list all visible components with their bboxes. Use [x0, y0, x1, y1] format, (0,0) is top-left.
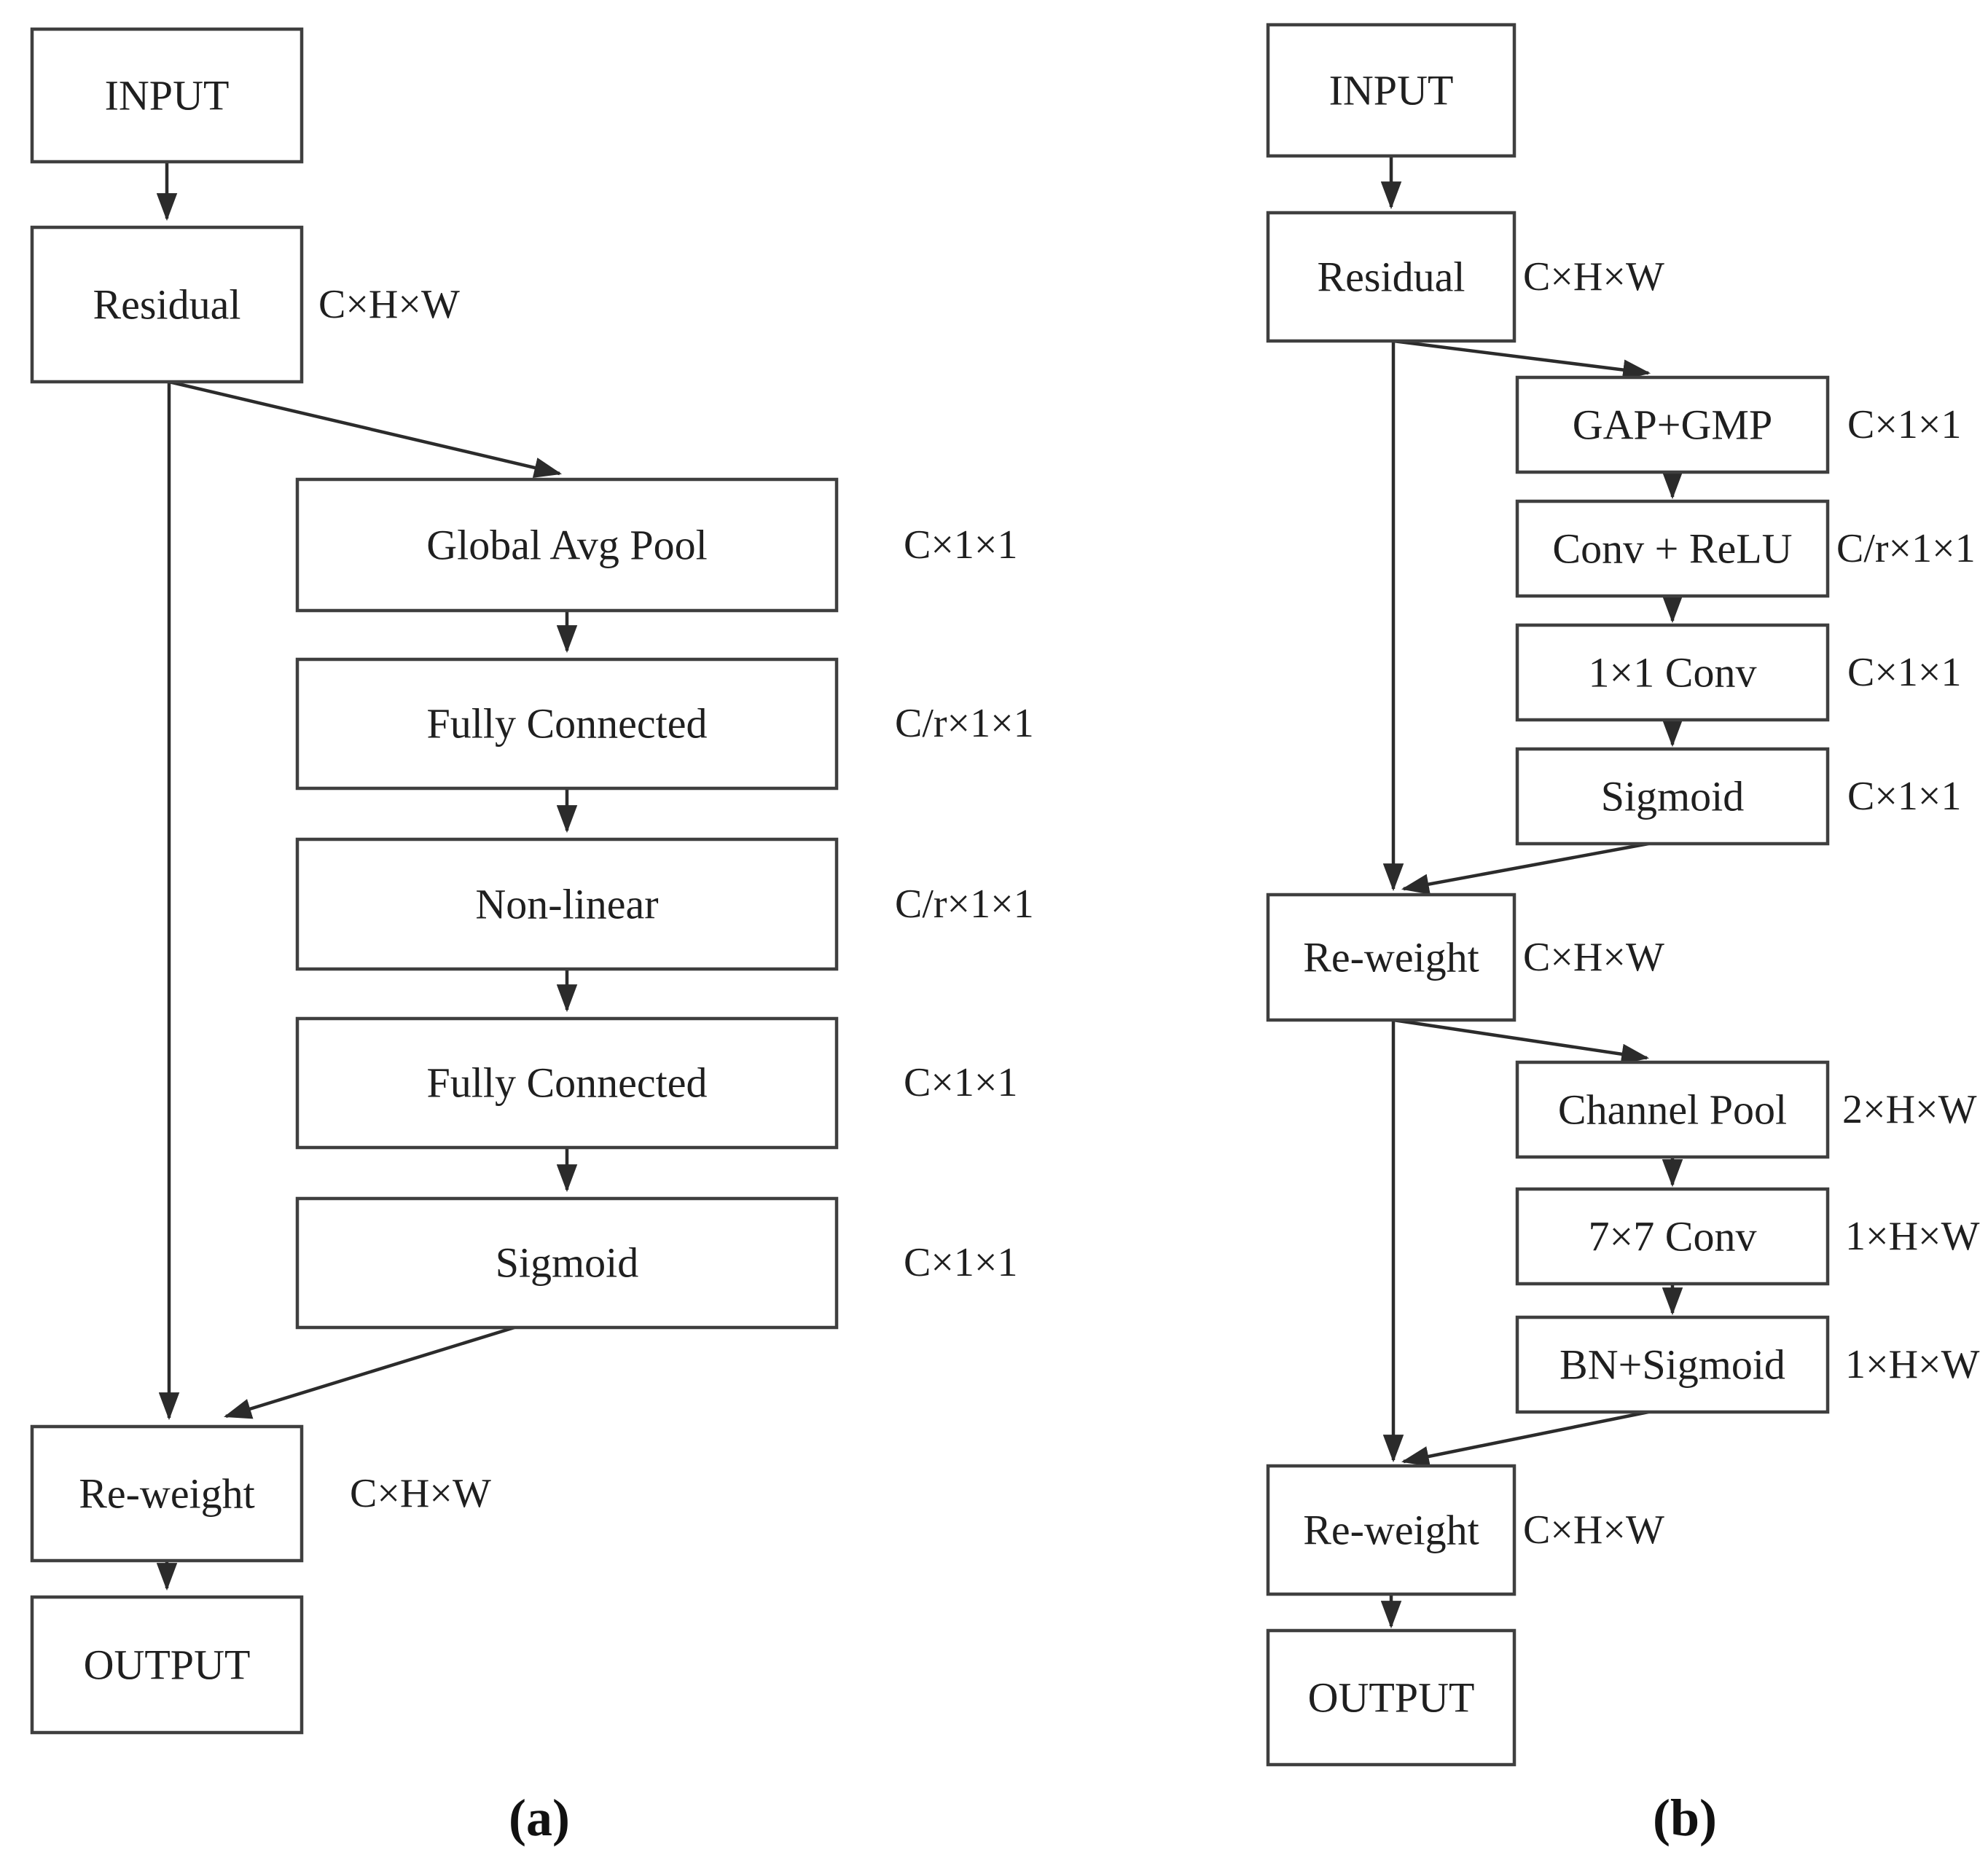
reweight-2-box: [1266, 1464, 1517, 1596]
output-label: OUTPUT: [84, 1641, 251, 1689]
fully-connected-1-box: [295, 657, 839, 791]
edge-b-reweight1-channelpool: [1393, 1018, 1650, 1064]
conv-7x7-dim-label: 1×H×W: [1845, 1214, 1980, 1259]
output-label: OUTPUT: [1308, 1674, 1475, 1722]
fully-connected-2-box: [295, 1016, 839, 1150]
gap-gmp-dim-label: C×1×1: [1847, 402, 1962, 447]
node-a-output: OUTPUT: [30, 1595, 304, 1735]
conv-1x1-dim-label: C×1×1: [1847, 650, 1962, 695]
conv-relu-box: [1515, 499, 1830, 598]
node-b-input: INPUT: [1266, 23, 1517, 158]
fully-connected-2-label: Fully Connected: [426, 1059, 707, 1107]
reweight-1-box: [1266, 893, 1517, 1022]
channel-pool-dim-label: 2×H×W: [1842, 1087, 1977, 1132]
global-avg-pool-label: Global Avg Pool: [426, 522, 708, 569]
edge-a-sigmoid-reweight: [223, 1325, 515, 1419]
node-b-sigmoid: Sigmoid C×1×1: [1515, 747, 1962, 846]
node-b-conv-7x7: 7×7 Conv 1×H×W: [1515, 1187, 1980, 1286]
edge-b-residual-gapgmp: [1393, 339, 1651, 380]
fully-connected-1-dim-label: C/r×1×1: [895, 701, 1034, 746]
node-b-channel-pool: Channel Pool 2×H×W: [1515, 1060, 1977, 1159]
non-linear-box: [295, 837, 839, 971]
reweight-label: Re-weight: [79, 1470, 255, 1518]
bn-sigmoid-label: BN+Sigmoid: [1560, 1341, 1785, 1389]
node-a-fully-connected-1: Fully Connected C/r×1×1: [295, 657, 1034, 791]
conv-7x7-box: [1515, 1187, 1830, 1286]
reweight-2-dim-label: C×H×W: [1523, 1507, 1664, 1553]
input-label: INPUT: [1329, 67, 1454, 114]
node-b-reweight-1: Re-weight C×H×W: [1266, 893, 1664, 1022]
sigmoid-dim-label: C×1×1: [1847, 774, 1962, 819]
reweight-2-label: Re-weight: [1303, 1507, 1479, 1554]
sigmoid-label: Sigmoid: [1601, 773, 1745, 820]
residual-dim-label: C×H×W: [1523, 254, 1664, 299]
gap-gmp-label: GAP+GMP: [1573, 401, 1772, 449]
conv-1x1-box: [1515, 623, 1830, 722]
sigmoid-box: [1515, 747, 1830, 846]
channel-pool-box: [1515, 1060, 1830, 1159]
node-b-conv-1x1: 1×1 Conv C×1×1: [1515, 623, 1962, 722]
caption-b: (b): [1653, 1789, 1717, 1847]
gap-gmp-box: [1515, 375, 1830, 474]
node-b-output: OUTPUT: [1266, 1628, 1517, 1767]
edge-a-residual-gap: [168, 380, 563, 478]
residual-box: [30, 225, 304, 384]
global-avg-pool-box: [295, 477, 839, 613]
input-label: INPUT: [105, 72, 230, 119]
reweight-box: [30, 1424, 304, 1563]
reweight-1-dim-label: C×H×W: [1523, 935, 1664, 980]
edge-b-bnsigmoid-reweight2: [1401, 1410, 1649, 1467]
node-b-residual: Residual C×H×W: [1266, 211, 1664, 343]
node-a-non-linear: Non-linear C/r×1×1: [295, 837, 1034, 971]
channel-pool-label: Channel Pool: [1558, 1086, 1787, 1134]
node-b-bn-sigmoid: BN+Sigmoid 1×H×W: [1515, 1315, 1980, 1414]
caption-a: (a): [509, 1789, 570, 1847]
conv-7x7-label: 7×7 Conv: [1589, 1213, 1757, 1260]
bn-sigmoid-dim-label: 1×H×W: [1845, 1342, 1980, 1387]
node-a-residual: Residual C×H×W: [30, 225, 460, 384]
residual-label: Residual: [1318, 254, 1465, 301]
node-a-global-avg-pool: Global Avg Pool C×1×1: [295, 477, 1018, 613]
input-box: [1266, 23, 1517, 158]
node-a-fully-connected-2: Fully Connected C×1×1: [295, 1016, 1018, 1150]
conv-1x1-label: 1×1 Conv: [1589, 649, 1757, 697]
node-a-input: INPUT: [30, 27, 304, 164]
reweight-1-label: Re-weight: [1303, 934, 1479, 981]
node-b-gap-gmp: GAP+GMP C×1×1: [1515, 375, 1962, 474]
output-box: [30, 1595, 304, 1735]
sigmoid-label: Sigmoid: [496, 1239, 639, 1287]
node-b-conv-relu: Conv + ReLU C/r×1×1: [1515, 499, 1976, 598]
conv-relu-dim-label: C/r×1×1: [1836, 526, 1976, 571]
non-linear-dim-label: C/r×1×1: [895, 882, 1034, 927]
node-a-reweight: Re-weight C×H×W: [30, 1424, 491, 1563]
node-a-sigmoid: Sigmoid C×1×1: [295, 1196, 1018, 1330]
diagram-b: INPUT Residual C×H×W GAP+GMP C×1×1 Conv …: [1266, 23, 1980, 1847]
sigmoid-dim-label: C×1×1: [904, 1240, 1018, 1285]
fully-connected-2-dim-label: C×1×1: [904, 1060, 1018, 1105]
non-linear-label: Non-linear: [475, 881, 658, 928]
fully-connected-1-label: Fully Connected: [426, 700, 707, 748]
reweight-dim-label: C×H×W: [350, 1471, 491, 1516]
residual-dim-label: C×H×W: [318, 282, 460, 327]
residual-label: Residual: [93, 281, 241, 329]
diagram-a: INPUT Residual C×H×W Global Avg Pool C×1…: [30, 27, 1034, 1847]
node-b-reweight-2: Re-weight C×H×W: [1266, 1464, 1664, 1596]
sigmoid-box: [295, 1196, 839, 1330]
edge-b-sigmoid-reweight1: [1401, 842, 1649, 895]
input-box: [30, 27, 304, 164]
residual-box: [1266, 211, 1517, 343]
output-box: [1266, 1628, 1517, 1767]
bn-sigmoid-box: [1515, 1315, 1830, 1414]
global-avg-pool-dim-label: C×1×1: [904, 522, 1018, 568]
conv-relu-label: Conv + ReLU: [1552, 525, 1792, 573]
